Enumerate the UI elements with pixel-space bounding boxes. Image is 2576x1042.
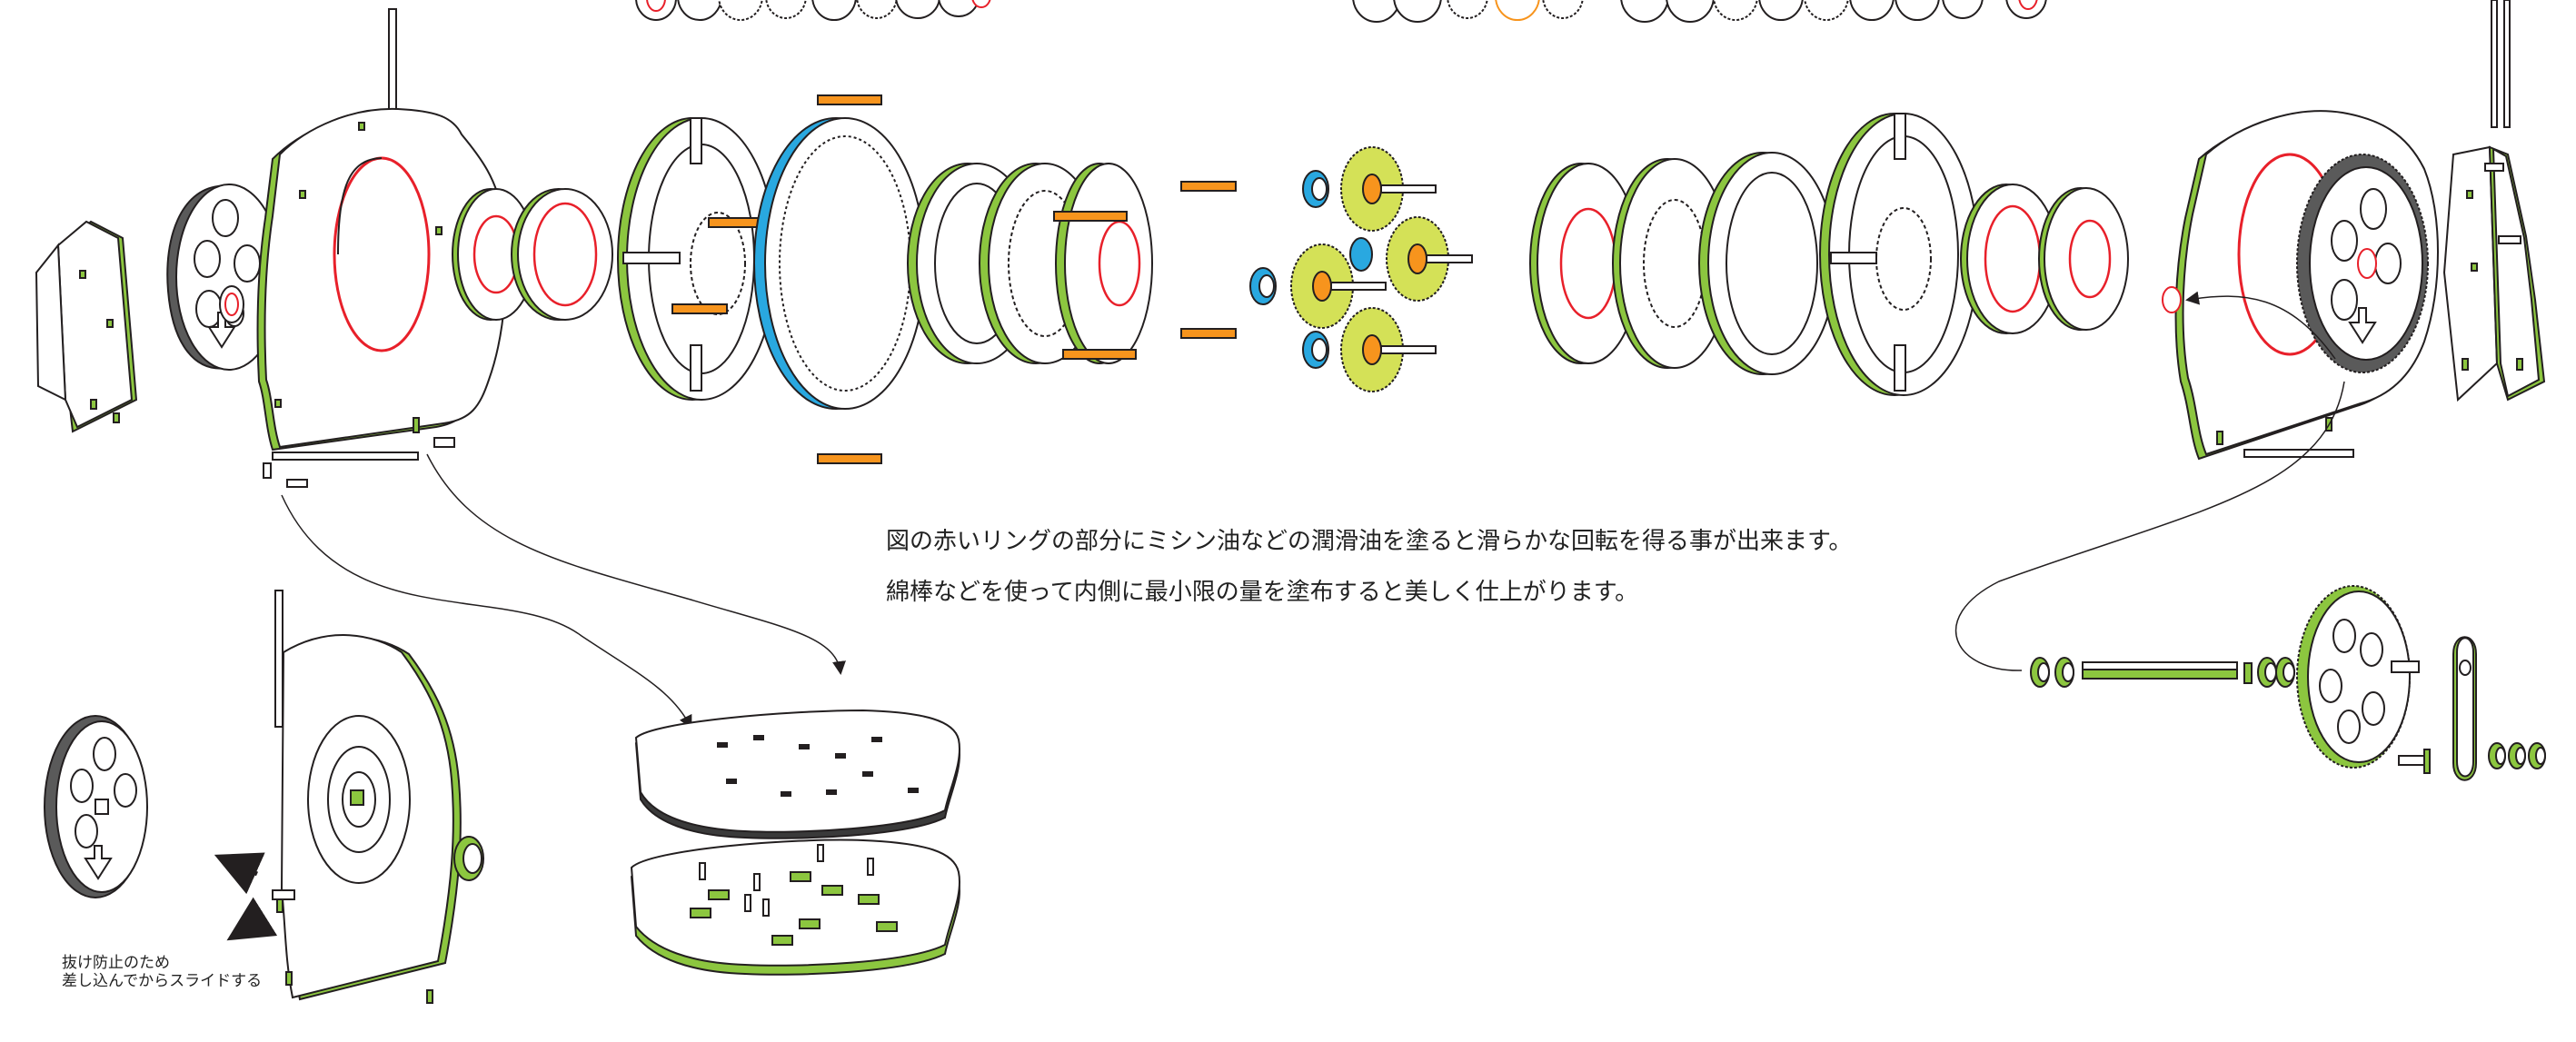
top-parts-row-left — [635, 0, 991, 21]
shaft-assembly — [2030, 585, 2546, 781]
lubrication-note: 図の赤いリングの部分にミシン油などの潤滑油を塗ると滑らかな回転を得る事が出来ます… — [886, 516, 1852, 618]
lock-detail — [44, 590, 484, 1004]
arrow-icon — [214, 852, 265, 895]
lubrication-note-line-2: 綿棒などを使って内側に最小限の量を塗布すると美しく仕上がります。 — [886, 579, 1639, 606]
ring-gear — [753, 94, 926, 464]
lubrication-note-line-1: 図の赤いリングの部分にミシン油などの潤滑油を塗ると滑らかな回転を得る事が出来ます… — [886, 528, 1853, 555]
down-arrow-icon — [207, 312, 236, 349]
planet-gears — [1249, 146, 1473, 392]
arrow-icon — [226, 897, 278, 941]
spoked-wheel — [617, 117, 777, 401]
front-plate-left — [219, 8, 507, 488]
ring-spacers-left — [452, 188, 613, 321]
ring-spacers-far-right — [1960, 184, 2129, 334]
spoked-wheel-right — [1819, 113, 1979, 396]
left-side-bracket — [35, 220, 138, 433]
ring-spacers-right — [1529, 152, 1836, 375]
lock-hint-note: 抜け防止のため 差し込んでからスライドする — [62, 954, 262, 990]
down-arrow-icon — [2348, 307, 2377, 344]
right-side-bracket — [2442, 145, 2546, 402]
back-plate-right — [2162, 0, 2511, 461]
base-plates — [630, 709, 960, 976]
down-arrow-icon — [84, 845, 113, 880]
connector-lines — [281, 291, 2345, 729]
lock-hint-line-2: 差し込んでからスライドする — [62, 972, 263, 990]
lock-hint-line-1: 抜け防止のため — [62, 954, 170, 972]
six-hole-plate-left — [166, 184, 283, 371]
top-parts-row-right — [1352, 0, 2047, 23]
ring-spacers-middle — [907, 163, 1237, 364]
